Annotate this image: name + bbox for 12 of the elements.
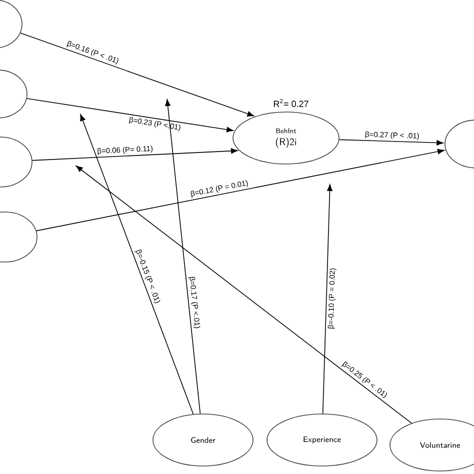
arrow [26,98,234,132]
arrow [32,148,238,161]
node-caption: R$^{2}$= 0.27 [274,98,308,108]
arrow [36,148,444,232]
arrow [20,32,254,116]
ellipse-node: Gender [152,414,254,466]
arrow [338,139,444,146]
arrow [322,184,332,414]
ellipse-node: Experience [266,414,378,466]
arrow [165,99,201,414]
arrow [80,114,194,414]
arrow [76,166,412,424]
